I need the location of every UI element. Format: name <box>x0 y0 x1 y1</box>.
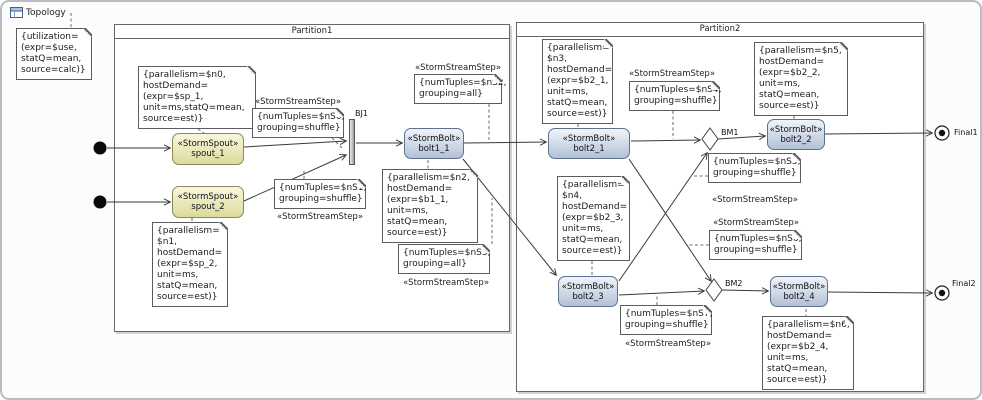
label-streamstep-ns2: «StormStreamStep» <box>414 63 502 73</box>
label-bj1: BJ1 <box>355 109 368 118</box>
node-name: bolt2_1 <box>573 143 605 154</box>
label-bm2: BM2 <box>725 279 743 288</box>
node-stereotype: «StormSpout» <box>177 139 239 149</box>
node-name: spout_2 <box>191 202 225 212</box>
node-name: bolt1_1 <box>418 143 450 154</box>
node-stereotype: «StormBolt» <box>772 281 826 292</box>
join-bar-bj1[interactable] <box>349 119 355 165</box>
label-final1: Final1 <box>954 128 978 137</box>
activity-diagram-icon <box>10 7 23 18</box>
node-bolt1-1[interactable]: «StormBolt» bolt1_1 <box>404 128 464 159</box>
node-name: bolt2_3 <box>572 291 604 302</box>
note-streamstep-ns1[interactable]: {numTuples=$nS1, grouping=shuffle} <box>274 179 366 209</box>
label-streamstep-ns0: «StormStreamStep» <box>254 97 342 107</box>
node-spout-1[interactable]: «StormSpout» spout_1 <box>172 133 244 165</box>
note-parallelism-n3[interactable]: {parallelism= $n3, hostDemand= (expr=$b2… <box>542 39 613 124</box>
label-final2: Final2 <box>952 279 976 288</box>
node-stereotype: «StormBolt» <box>561 281 615 292</box>
note-parallelism-n2[interactable]: {parallelism=$n2, hostDemand= (expr=$b1_… <box>382 169 478 243</box>
node-stereotype: «StormBolt» <box>562 133 616 144</box>
note-streamstep-ns5[interactable]: {numTuples=$nS5, grouping=shuffle} <box>708 153 801 183</box>
note-streamstep-ns0[interactable]: {numTuples=$nS0, grouping=shuffle} <box>252 108 344 138</box>
note-streamstep-ns3[interactable]: {numTuples=$nS3, grouping=all} <box>398 244 490 274</box>
note-parallelism-n1[interactable]: {parallelism= $n1, hostDemand= (expr=$sp… <box>152 222 228 307</box>
label-streamstep-ns1: «StormStreamStep» <box>276 212 364 222</box>
node-stereotype: «StormBolt» <box>769 124 823 135</box>
note-streamstep-ns7[interactable]: {numTuples=$nS7, grouping=shuffle} <box>620 305 712 335</box>
partition-1-header: Partition1 <box>115 25 509 39</box>
final-node-final2[interactable] <box>934 285 950 301</box>
final-node-final1[interactable] <box>934 125 950 141</box>
node-bolt2-4[interactable]: «StormBolt» bolt2_4 <box>770 276 828 307</box>
note-streamstep-ns2[interactable]: {numTuples=$nS2, grouping=all} <box>414 74 506 104</box>
label-streamstep-ns4: «StormStreamStep» <box>628 69 716 79</box>
note-parallelism-n5[interactable]: {parallelism=$n5, hostDemand= (expr=$b2_… <box>754 42 848 116</box>
note-parallelism-n4[interactable]: {parallelism= $n4, hostDemand= (expr=$b2… <box>557 176 630 261</box>
initial-node-2[interactable] <box>93 195 107 209</box>
label-bm1: BM1 <box>721 128 739 137</box>
node-name: spout_1 <box>191 149 225 159</box>
topology-title: Topology <box>10 7 66 18</box>
label-streamstep-ns6: «StormStreamStep» <box>712 218 800 228</box>
node-stereotype: «StormBolt» <box>407 133 461 144</box>
note-streamstep-ns6[interactable]: {numTuples=$nS6, grouping=shuffle} <box>709 230 802 260</box>
initial-node-1[interactable] <box>93 141 107 155</box>
node-spout-2[interactable]: «StormSpout» spout_2 <box>172 186 244 218</box>
note-utilization[interactable]: {utilization= (expr=$use, statQ=mean, so… <box>16 28 92 80</box>
label-streamstep-ns5: «StormStreamStep» <box>711 195 799 205</box>
node-bolt2-2[interactable]: «StormBolt» bolt2_2 <box>767 119 825 150</box>
label-streamstep-ns3: «StormStreamStep» <box>402 278 490 288</box>
topology-title-label: Topology <box>26 7 66 18</box>
label-streamstep-ns7: «StormStreamStep» <box>624 339 712 349</box>
partition-2-header: Partition2 <box>517 23 923 37</box>
node-name: bolt2_2 <box>780 134 812 145</box>
note-parallelism-n0[interactable]: {parallelism=$n0, hostDemand= (expr=$sp_… <box>138 66 256 129</box>
note-streamstep-ns4[interactable]: {numTuples=$nS4, grouping=shuffle} <box>629 81 721 111</box>
node-name: bolt2_4 <box>783 291 815 302</box>
node-bolt2-3[interactable]: «StormBolt» bolt2_3 <box>558 276 618 307</box>
node-bolt2-1[interactable]: «StormBolt» bolt2_1 <box>548 128 630 159</box>
node-stereotype: «StormSpout» <box>177 192 239 202</box>
note-parallelism-n6[interactable]: {parallelism=$n6, hostDemand= (expr=$b2_… <box>762 316 854 390</box>
